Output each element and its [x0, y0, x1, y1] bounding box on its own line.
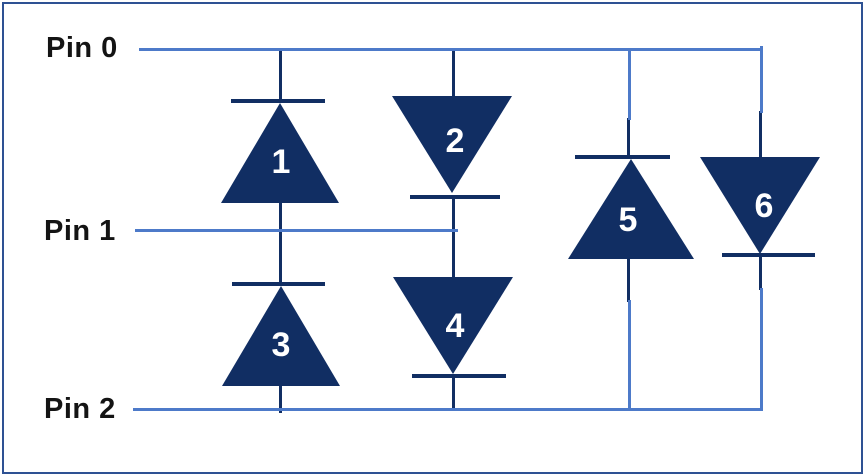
diode-5-triangle	[568, 159, 694, 259]
diode-4-lead-bottom	[452, 377, 455, 410]
pin0-label: Pin 0	[46, 31, 118, 64]
diode-3-lead-bottom	[279, 385, 282, 413]
pin0-branch-to-diode-6	[760, 46, 763, 113]
pin1-wire	[135, 229, 458, 232]
diode-6-triangle	[700, 157, 820, 254]
diode-4-cathode-bar	[412, 374, 506, 378]
pin0-branch-to-diode-5	[628, 50, 631, 120]
diode-3-number: 3	[271, 326, 291, 364]
pin2-label: Pin 2	[44, 392, 116, 425]
diode-6-cathode-bar	[722, 253, 815, 257]
pin1-label: Pin 1	[44, 214, 116, 247]
diode-1-lead-top	[279, 50, 282, 102]
diode-1-triangle	[221, 103, 339, 203]
diode-3-cathode-bar	[232, 282, 325, 286]
diode-3-triangle	[222, 286, 340, 386]
diode-6-lead-top	[759, 111, 762, 157]
diode-2-number: 2	[445, 122, 465, 160]
pin2-branch-from-diode-6	[760, 288, 763, 410]
diode-5-cathode-bar	[575, 155, 670, 159]
diode-2-lead-bottom	[452, 198, 455, 278]
diode-6-number: 6	[754, 187, 774, 225]
diode-6-lead-bottom	[759, 256, 762, 290]
pin2-wire	[133, 408, 763, 411]
diode-1-cathode-bar	[231, 99, 325, 103]
diode-1-number: 1	[271, 143, 291, 181]
pin2-branch-from-diode-5	[628, 300, 631, 410]
diode-5-lead-bottom	[627, 258, 630, 302]
diode-4-triangle	[393, 277, 513, 374]
diode-2-cathode-bar	[410, 195, 500, 199]
diode-3-lead-top	[279, 231, 282, 285]
diode-5-number: 5	[618, 201, 638, 239]
diode-4-number: 4	[445, 307, 465, 345]
diode-2-triangle	[392, 96, 512, 193]
diode-5-lead-top	[627, 118, 630, 158]
pin0-wire	[139, 48, 763, 51]
diode-2-lead-top	[452, 50, 455, 97]
diode-1-lead-bottom	[279, 202, 282, 231]
